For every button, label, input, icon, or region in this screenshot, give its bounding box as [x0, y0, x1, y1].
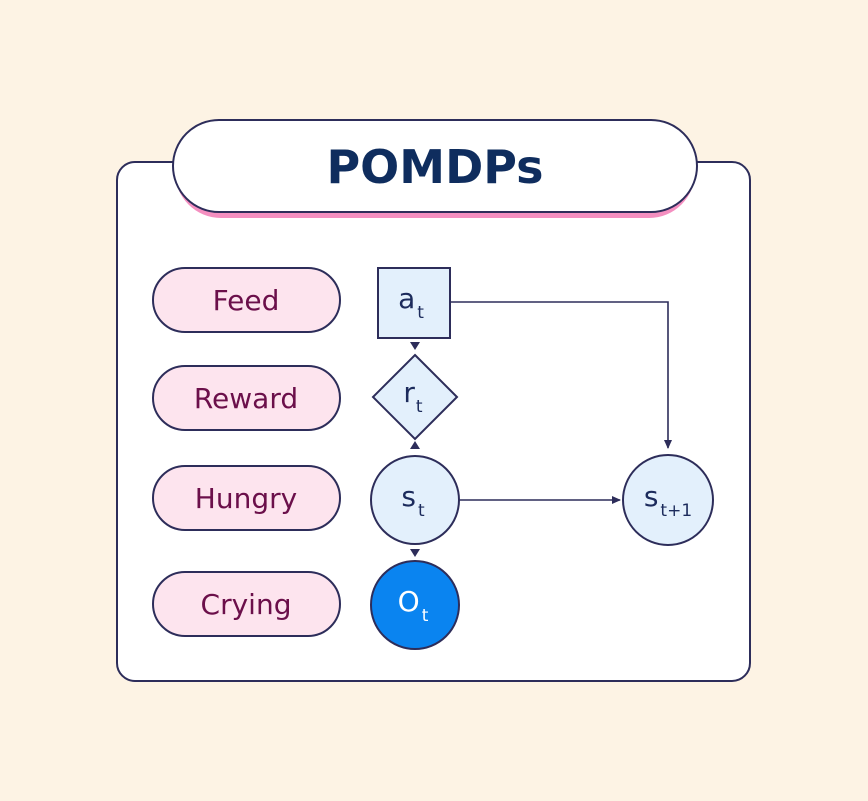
svg-text:at: at: [398, 282, 424, 323]
arrowhead-state-to-observation: [410, 549, 420, 557]
label-text: Hungry: [195, 482, 297, 515]
label-text: Reward: [194, 382, 298, 415]
svg-text:Ot: Ot: [398, 585, 429, 626]
title: POMDPs: [326, 140, 543, 194]
label-crying: Crying: [152, 571, 341, 637]
node-reward: rt: [371, 353, 459, 441]
label-hungry: Hungry: [152, 465, 341, 531]
arrowhead-action-to-reward: [410, 342, 420, 350]
edge-action-to-next-state: [450, 301, 672, 449]
arrowhead-state-to-reward: [410, 441, 420, 449]
title-pill: [172, 119, 698, 213]
svg-text:st: st: [401, 480, 425, 521]
label-reward: Reward: [152, 365, 341, 431]
label-text: Crying: [201, 588, 292, 621]
svg-text:rt: rt: [403, 376, 423, 417]
label-text: Feed: [213, 284, 280, 317]
label-feed: Feed: [152, 267, 341, 333]
svg-text:st+1: st+1: [644, 480, 692, 521]
